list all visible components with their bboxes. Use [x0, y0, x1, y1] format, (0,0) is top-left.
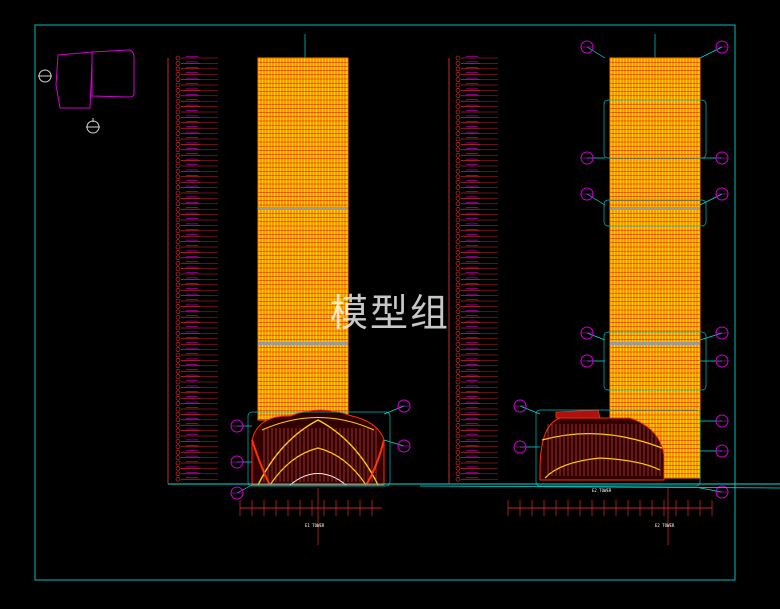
right-base-caption: E2 TOWER: [592, 488, 612, 493]
right-podium: [539, 409, 665, 481]
ground-and-dimensions: [168, 34, 780, 545]
left-level-labels: [175, 55, 218, 482]
right-tower-caption: E2 TOWER: [655, 523, 675, 528]
callout-markers: [230, 40, 729, 500]
drawing-frame: [34, 24, 736, 581]
middle-level-labels: [455, 55, 498, 482]
right-tower-elevation: [609, 57, 701, 479]
key-plan: [38, 49, 135, 134]
left-podium: [251, 409, 385, 486]
left-tower-elevation: [257, 57, 349, 421]
watermark-text: 模型组: [330, 291, 451, 335]
left-tower-caption: E1 TOWER: [305, 523, 325, 528]
